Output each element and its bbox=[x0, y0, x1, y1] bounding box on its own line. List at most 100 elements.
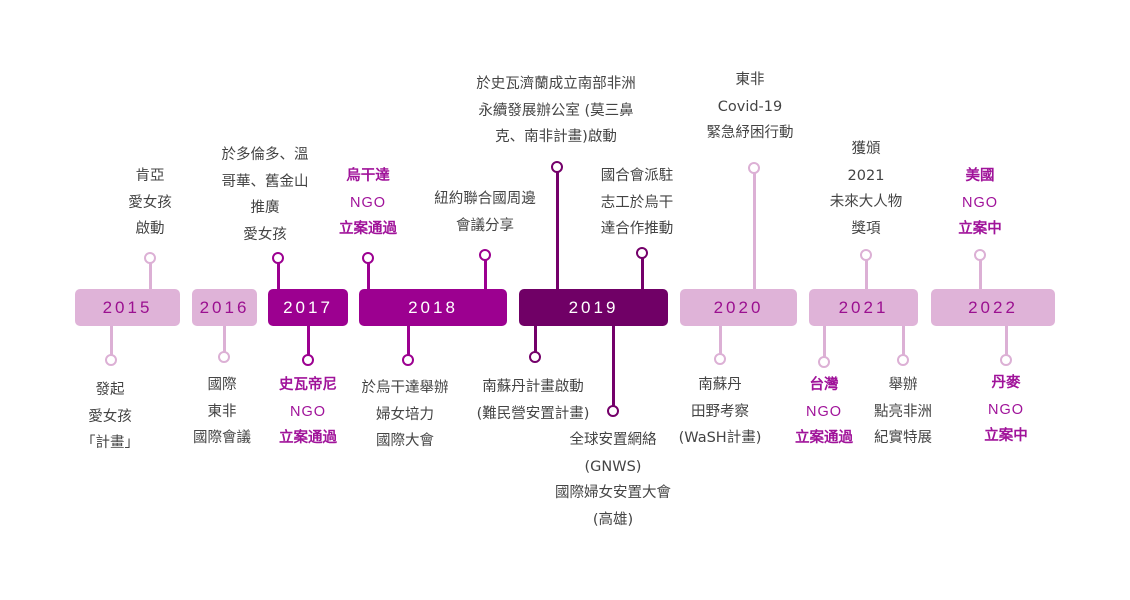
milestone-dot-icon bbox=[105, 354, 117, 366]
event-text-line: 全球安置網絡 bbox=[569, 432, 657, 448]
event-text-line: 立案通過 bbox=[795, 430, 853, 446]
event-text-line: 哥華、舊金山 bbox=[221, 173, 309, 190]
milestone-dot-icon bbox=[272, 252, 284, 264]
event-un-side-event: 紐約聯合國周邊會議分享 bbox=[434, 186, 536, 239]
year-2017: 2017 bbox=[268, 289, 348, 326]
event-text-line: 發起 bbox=[95, 382, 125, 398]
connector-stem bbox=[865, 255, 868, 289]
connector-stem bbox=[277, 258, 280, 289]
event-text-line: 會議分享 bbox=[456, 217, 514, 234]
event-text-line: 推廣 bbox=[250, 200, 280, 216]
event-text-line: 舉辦 bbox=[888, 377, 918, 393]
event-text-line: (WaSH計畫) bbox=[678, 430, 762, 446]
event-text-line: 立案中 bbox=[984, 428, 1028, 444]
event-text-line: 愛女孩 bbox=[243, 226, 287, 243]
milestone-dot-icon bbox=[860, 249, 872, 261]
event-text-line: 東非 bbox=[207, 403, 237, 420]
event-text-line: 於史瓦濟蘭成立南部非洲 bbox=[476, 76, 636, 92]
connector-stem bbox=[612, 326, 615, 411]
connector-stem bbox=[719, 326, 722, 359]
event-text-line: 獲頒 bbox=[851, 141, 881, 157]
milestone-dot-icon bbox=[714, 353, 726, 365]
event-text-line: 國際會議 bbox=[193, 430, 251, 446]
event-text-line: NGO bbox=[805, 403, 843, 420]
event-text-line: 2021 bbox=[847, 167, 885, 184]
year-2019: 2019 bbox=[519, 289, 668, 326]
event-text-line: (高雄) bbox=[592, 511, 634, 528]
event-text-line: 緊急紓困行動 bbox=[706, 125, 794, 141]
connector-stem bbox=[1005, 326, 1008, 360]
event-initiate-program: 發起愛女孩「計畫」 bbox=[81, 377, 139, 457]
event-text-line: 國合會派駐 bbox=[600, 168, 674, 184]
connector-stem bbox=[753, 168, 756, 289]
event-text-line: 獎項 bbox=[851, 220, 881, 237]
event-text-line: 立案中 bbox=[958, 221, 1002, 237]
year-2021: 2021 bbox=[809, 289, 918, 326]
event-text-line: 啟動 bbox=[135, 221, 165, 237]
event-text-line: 於烏干達舉辦 bbox=[361, 380, 449, 396]
event-future-award: 獲頒 2021 未來大人物獎項 bbox=[830, 136, 903, 242]
milestone-dot-icon bbox=[636, 247, 648, 259]
event-text-line: 紐約聯合國周邊 bbox=[434, 191, 536, 207]
event-text-line: (難民營安置計畫) bbox=[476, 405, 590, 422]
event-africa-exhibition: 舉辦點亮非洲紀實特展 bbox=[874, 372, 932, 452]
connector-stem bbox=[823, 326, 826, 362]
milestone-dot-icon bbox=[607, 405, 619, 417]
milestone-dot-icon bbox=[302, 354, 314, 366]
connector-stem bbox=[534, 326, 537, 357]
year-2018: 2018 bbox=[359, 289, 507, 326]
event-text-line: 田野考察 bbox=[691, 403, 749, 420]
milestone-dot-icon bbox=[1000, 354, 1012, 366]
event-text-line: 未來大人物 bbox=[829, 194, 903, 210]
connector-stem bbox=[367, 258, 370, 289]
milestone-dot-icon bbox=[551, 161, 563, 173]
event-text-line: 國際大會 bbox=[376, 433, 434, 449]
event-text-line: 達合作推動 bbox=[600, 221, 674, 237]
event-text-line: 肯亞 bbox=[135, 168, 165, 184]
event-text-line: 紀實特展 bbox=[874, 430, 932, 446]
event-gnws-conference: 全球安置網絡(GNWS)國際婦女安置大會(高雄) bbox=[555, 427, 671, 533]
event-east-africa-conference: 國際東非國際會議 bbox=[193, 372, 251, 452]
year-2022: 2022 bbox=[931, 289, 1055, 326]
milestone-dot-icon bbox=[818, 356, 830, 368]
event-text-line: 點亮非洲 bbox=[874, 403, 932, 420]
connector-stem bbox=[902, 326, 905, 360]
event-text-line: 國際 bbox=[207, 377, 237, 393]
milestone-dot-icon bbox=[362, 252, 374, 264]
event-text-line: 東非 bbox=[735, 72, 765, 88]
event-text-line: 南蘇丹 bbox=[698, 377, 742, 393]
event-text-line: (GNWS) bbox=[584, 458, 642, 475]
event-text-line: 「計畫」 bbox=[81, 435, 139, 451]
event-text-line: Covid-19 bbox=[717, 98, 783, 115]
milestone-dot-icon bbox=[748, 162, 760, 174]
milestone-dot-icon bbox=[402, 354, 414, 366]
event-swaziland-office: 於史瓦濟蘭成立南部非洲永續發展辦公室 (莫三鼻克、南非計畫)啟動 bbox=[476, 71, 636, 151]
event-south-sudan-fieldwork: 南蘇丹田野考察 (WaSH計畫) bbox=[679, 372, 762, 452]
event-icdf-volunteers: 國合會派駐志工於烏干達合作推動 bbox=[601, 163, 674, 243]
event-text-line: 史瓦帝尼 bbox=[279, 377, 337, 393]
event-text-line: 婦女培力 bbox=[376, 406, 434, 423]
connector-stem bbox=[307, 326, 310, 360]
event-text-line: 立案通過 bbox=[279, 430, 337, 446]
event-text-line: 於多倫多、溫 bbox=[221, 147, 309, 163]
milestone-dot-icon bbox=[144, 252, 156, 264]
milestone-dot-icon bbox=[479, 249, 491, 261]
event-text-line: 丹麥 bbox=[991, 375, 1021, 391]
event-covid-relief: 東非 Covid-19 緊急紓困行動 bbox=[707, 67, 794, 147]
connector-stem bbox=[641, 253, 644, 289]
connector-stem bbox=[484, 255, 487, 289]
year-2016: 2016 bbox=[192, 289, 257, 326]
event-text-line: 克、南非計畫)啟動 bbox=[495, 129, 617, 145]
connector-stem bbox=[223, 326, 226, 357]
event-text-line: 志工於烏干 bbox=[600, 194, 674, 211]
event-uganda-women-conference: 於烏干達舉辦婦女培力國際大會 bbox=[362, 375, 449, 455]
connector-stem bbox=[110, 326, 113, 360]
connector-stem bbox=[149, 258, 152, 289]
event-text-line: 愛女孩 bbox=[88, 408, 132, 425]
event-text-line: 立案通過 bbox=[339, 221, 397, 237]
